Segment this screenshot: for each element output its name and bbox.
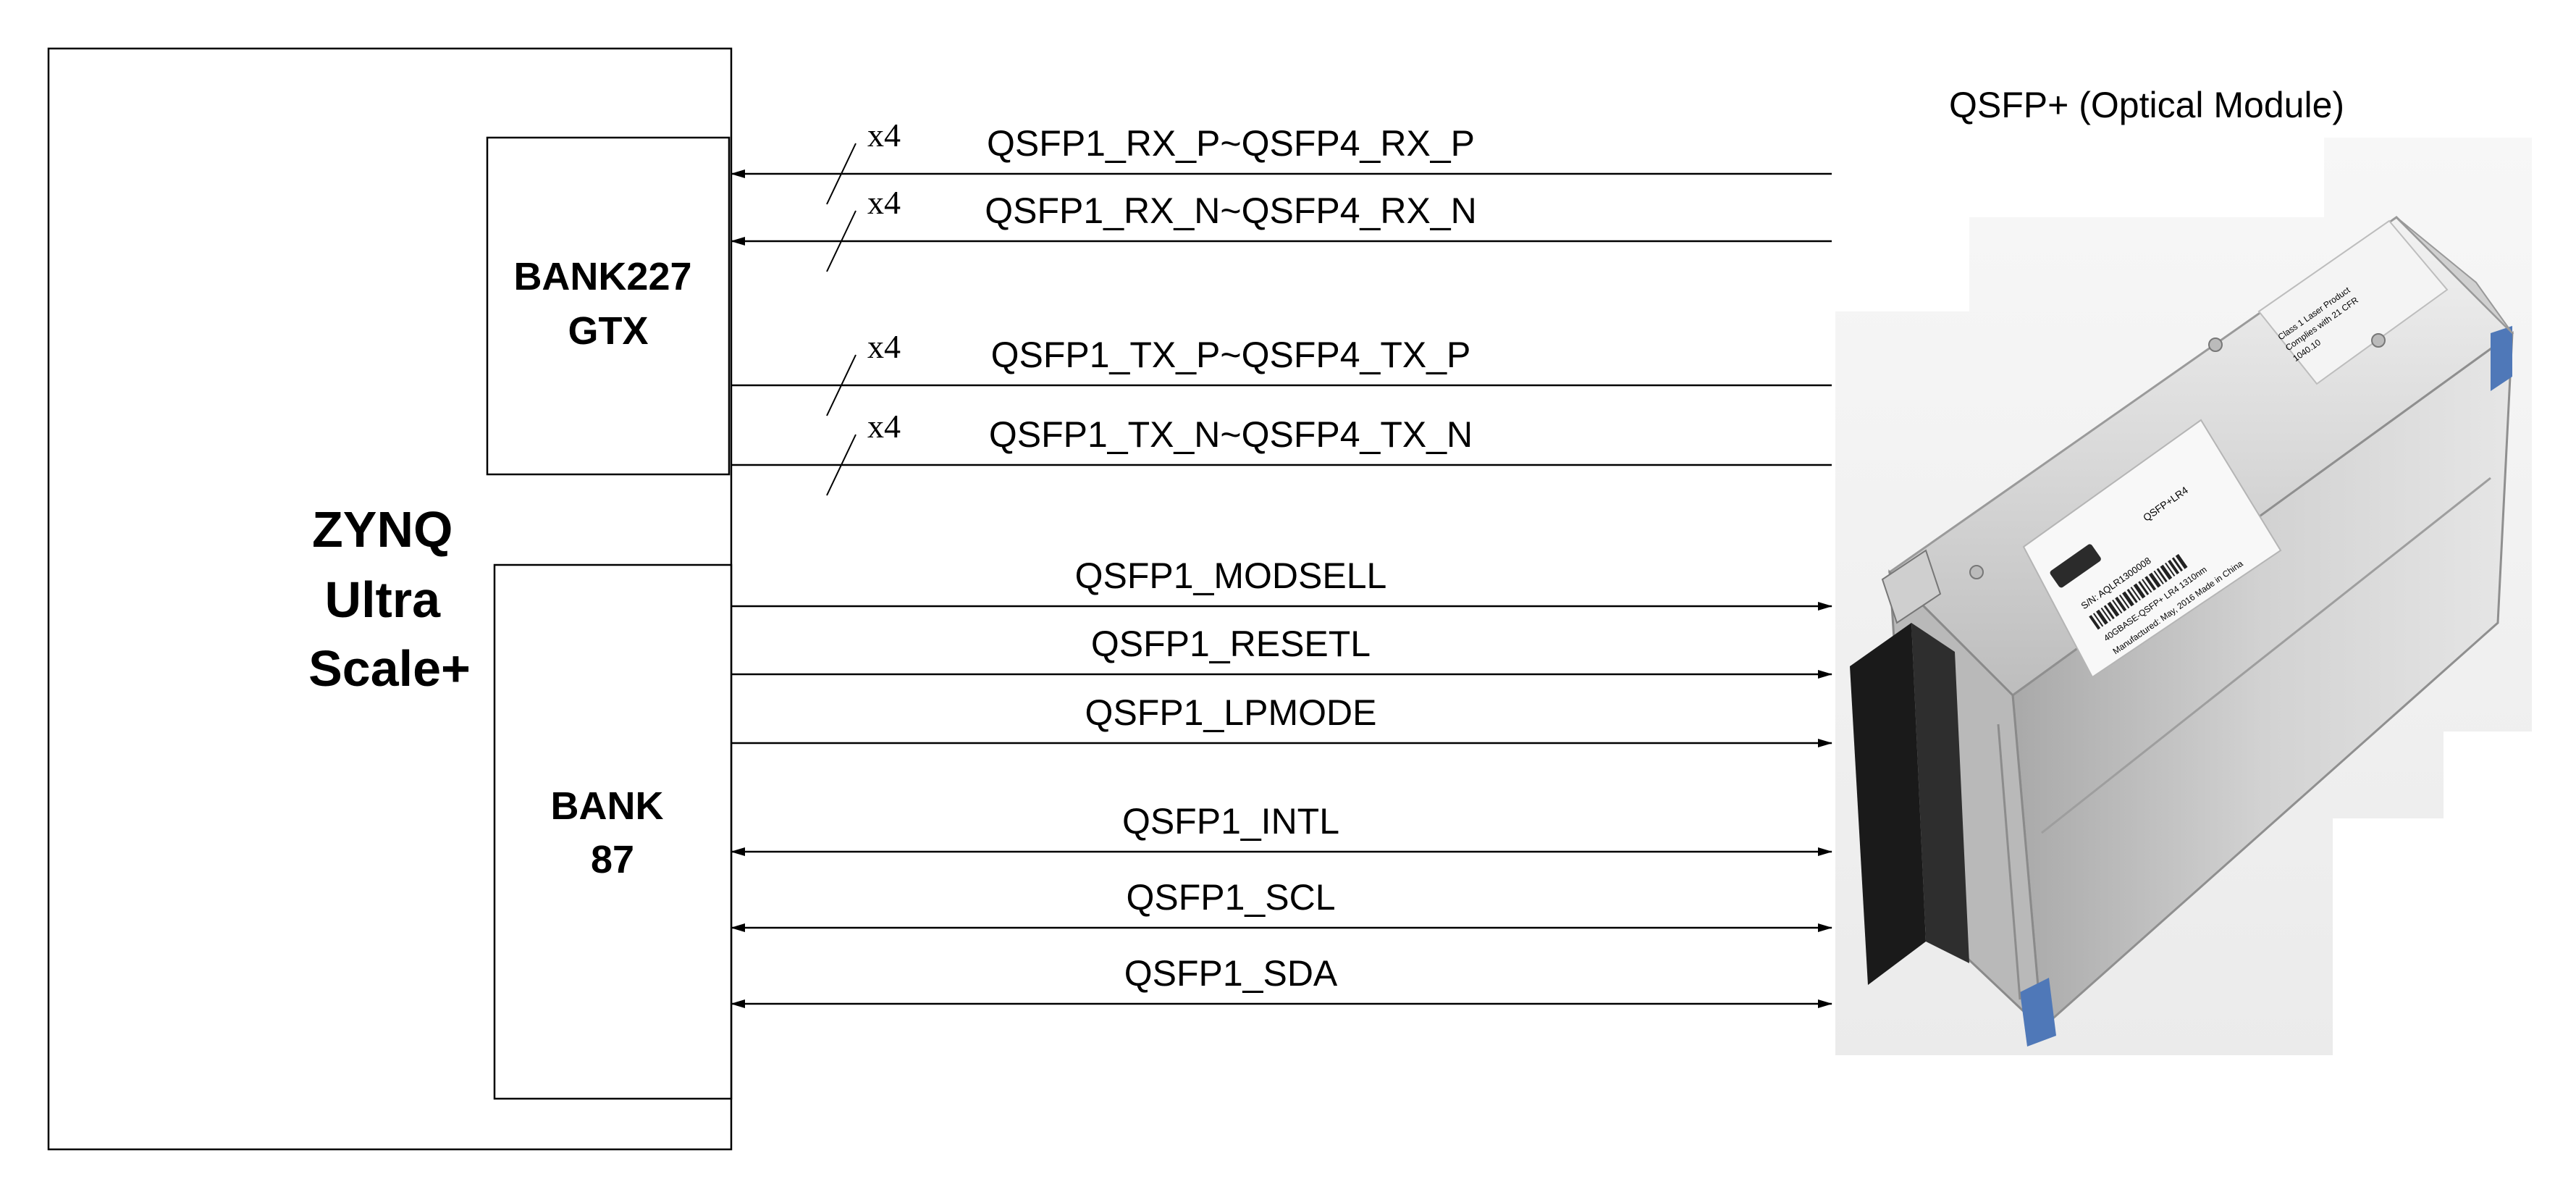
bank87-label-line: 87 (591, 838, 634, 881)
signal-lines: QSFP1_RX_P~QSFP4_RX_Px4QSFP1_RX_N~QSFP4_… (731, 117, 1832, 1008)
bus-width-label: x4 (867, 184, 901, 221)
signal-label: QSFP1_TX_N~QSFP4_TX_N (989, 414, 1473, 455)
signal-label: QSFP1_RX_N~QSFP4_RX_N (985, 190, 1476, 231)
bank87-label-line: BANK (550, 784, 663, 828)
module-logo (2050, 544, 2101, 588)
zynq-label-line: Scale+ (308, 640, 471, 697)
signal-label: QSFP1_RESETL (1091, 624, 1371, 664)
zynq-label-line: Ultra (325, 571, 442, 628)
bank87-label: BANK 87 (550, 784, 674, 881)
bank227-label-line: GTX (568, 309, 648, 353)
bank227-label-line: BANK227 (513, 255, 691, 298)
bank87-block (493, 563, 733, 1100)
screw-icon (1969, 565, 1984, 579)
bus-width-label: x4 (867, 328, 901, 365)
signal-label: QSFP1_RX_P~QSFP4_RX_P (987, 123, 1475, 164)
zynq-label-line: ZYNQ (312, 501, 453, 558)
bank227-label: BANK227 GTX (513, 255, 702, 353)
bus-width-label: x4 (867, 117, 901, 154)
screw-icon (2208, 337, 2223, 352)
bus-slash (826, 143, 856, 205)
bank227-block (486, 136, 731, 476)
bus-slash (826, 354, 856, 416)
signal-label: QSFP1_SDA (1124, 953, 1338, 994)
signal-label: QSFP1_LPMODE (1085, 692, 1377, 733)
signal-label: QSFP1_TX_P~QSFP4_TX_P (991, 335, 1471, 375)
bus-slash (826, 434, 856, 496)
zynq-label: ZYNQ Ultra Scale+ (308, 501, 471, 697)
bus-width-label: x4 (867, 408, 901, 445)
screw-icon (2371, 333, 2386, 348)
signal-label: QSFP1_SCL (1126, 877, 1335, 918)
bus-slash (826, 210, 856, 272)
signal-label: QSFP1_INTL (1122, 801, 1339, 842)
module-barcode (2089, 553, 2188, 630)
qsfp-module-image: QSFP+LR4 S/N: AQLR1300008 40GBASE-QSFP+ … (1835, 138, 2532, 1055)
signal-label: QSFP1_MODSELL (1075, 555, 1387, 596)
module-title: QSFP+ (Optical Module) (1949, 85, 2344, 125)
